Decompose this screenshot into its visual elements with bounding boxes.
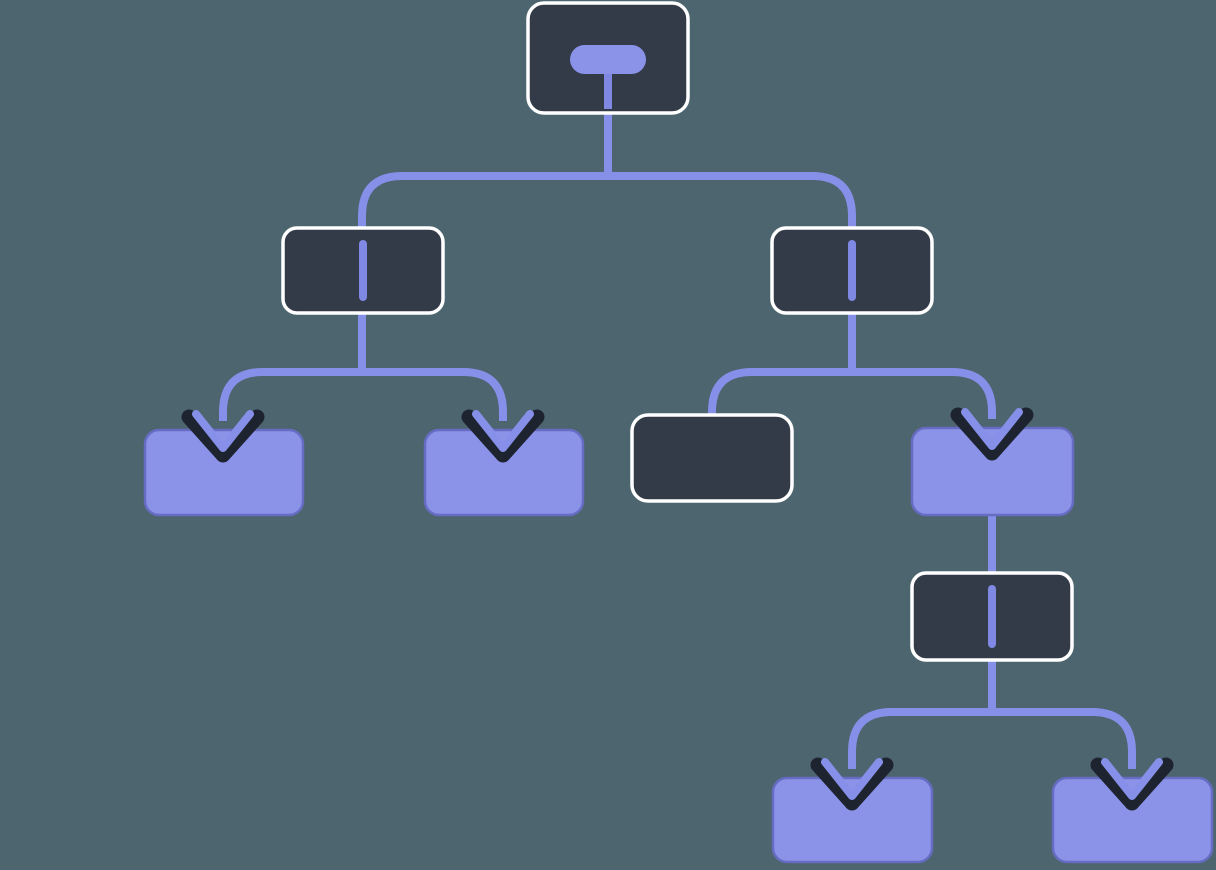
leaf-node-4-group: [1051, 776, 1214, 864]
arrow-into-leaf-3: [810, 757, 894, 811]
edge-left-split: [219, 368, 507, 421]
chevron-down-shadow-icon: [181, 409, 265, 463]
leaf-node-1[interactable]: [143, 428, 305, 517]
chevron-down-icon: [961, 408, 1023, 450]
edge-right-split: [708, 368, 996, 419]
leaf-node-2[interactable]: [423, 428, 585, 517]
vertical-bar-icon: [988, 585, 996, 648]
leaf-node-2-group: [423, 428, 585, 517]
chevron-down-icon: [472, 410, 534, 452]
chevron-down-shadow-icon: [1090, 757, 1174, 811]
edge-root-split: [358, 172, 856, 230]
arrow-into-mid-purple: [950, 407, 1034, 461]
arrow-into-leaf-2: [461, 409, 545, 463]
arrow-into-leaf-4: [1090, 757, 1174, 811]
pill-icon: [570, 45, 646, 74]
pill-stem: [604, 59, 612, 109]
branch-node-bottom-group: [910, 571, 1074, 662]
branch-node-left-group: [281, 226, 445, 315]
root-node-group: [526, 1, 690, 115]
chevron-down-icon: [1101, 758, 1163, 800]
mid-node-dark[interactable]: [630, 413, 794, 503]
chevron-down-shadow-icon: [950, 407, 1034, 461]
chevron-down-shadow-icon: [461, 409, 545, 463]
leaf-node-3[interactable]: [771, 776, 934, 864]
branch-node-right-group: [770, 226, 934, 315]
vertical-bar-icon: [848, 240, 856, 301]
leaf-node-3-group: [771, 776, 934, 864]
edges-layer: [219, 108, 1136, 769]
leaf-node-1-group: [143, 428, 305, 517]
arrow-into-leaf-1: [181, 409, 265, 463]
vertical-bar-icon: [359, 240, 367, 301]
mid-node-purple-group: [910, 426, 1075, 517]
chevron-down-shadow-icon: [810, 757, 894, 811]
mid-node-dark-group: [630, 413, 794, 503]
chevron-down-icon: [821, 758, 883, 800]
chevron-down-icon: [192, 410, 254, 452]
mid-node-purple[interactable]: [910, 426, 1075, 517]
nodes-layer: [143, 1, 1214, 864]
arrows-layer: [181, 407, 1174, 811]
edge-bottom-split: [848, 708, 1136, 769]
leaf-node-4[interactable]: [1051, 776, 1214, 864]
